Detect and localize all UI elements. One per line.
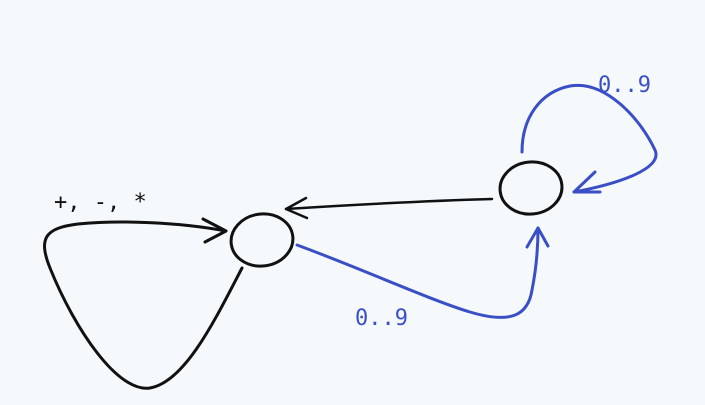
- label-digit-loop: 0..9: [598, 73, 651, 98]
- edge-operator-loop[interactable]: [43, 220, 244, 390]
- node-left-state[interactable]: [228, 210, 297, 270]
- label-digit-transition: 0..9: [355, 306, 408, 331]
- edge-digit-transition[interactable]: [295, 226, 540, 319]
- edge-digit-loop[interactable]: [520, 83, 658, 194]
- arrowhead-operator-loop: [201, 217, 228, 244]
- arrowhead-digit-transition: [525, 226, 550, 249]
- arrowhead-digit-loop: [572, 170, 602, 194]
- arrowhead-return-transition: [284, 196, 309, 220]
- label-operator-loop: +, -, *: [54, 190, 147, 215]
- node-right-state[interactable]: [497, 159, 564, 217]
- edge-return-transition[interactable]: [284, 197, 494, 211]
